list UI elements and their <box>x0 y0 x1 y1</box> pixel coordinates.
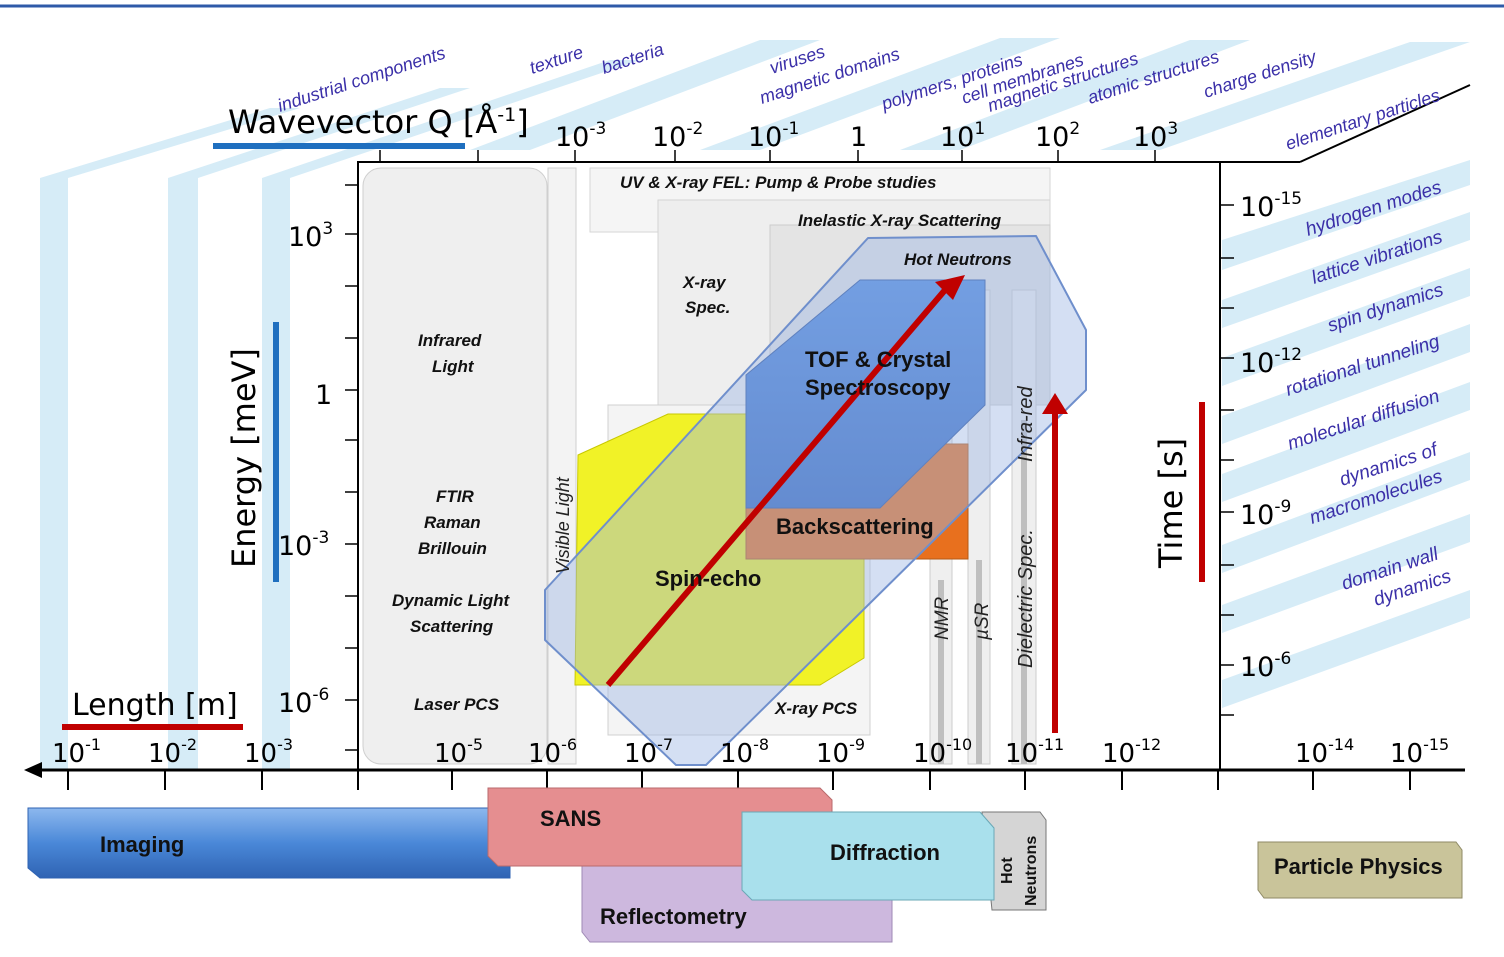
backscattering-label: Backscattering <box>776 514 934 539</box>
bottom-technique-labels: Imaging SANS Diffraction Reflectometry P… <box>100 806 1443 929</box>
time-tick-labels: 10-15 10-12 10-9 10-6 <box>1240 189 1302 683</box>
application-label: lattice vibrations <box>1309 227 1446 289</box>
length-axis-arrowhead <box>24 762 42 778</box>
time-tick-label: 10-15 <box>1240 189 1302 223</box>
uv-fel-label: UV & X-ray FEL: Pump & Probe studies <box>620 173 936 192</box>
energy-tick-label: 10-6 <box>278 685 329 719</box>
time-tick-label: 10-9 <box>1240 497 1291 531</box>
q-tick-label: 1 <box>850 122 867 153</box>
length-tick-label: 10-10 <box>913 735 972 769</box>
musr-label: µSR <box>972 602 993 641</box>
hot-neutrons-label: Hot Neutrons <box>904 250 1012 269</box>
wavevector-axis-title: Wavevector Q [Å-1] <box>228 103 529 141</box>
xray-spec-label: Spec. <box>685 298 730 317</box>
length-tick-label: 10-1 <box>52 735 101 769</box>
energy-tick-labels: 103 1 10-3 10-6 <box>278 219 333 719</box>
length-tick-label: 10-12 <box>1102 735 1161 769</box>
diffraction-bar <box>741 811 995 901</box>
dls-label: Dynamic Light <box>392 591 510 610</box>
length-tick-label: 10-15 <box>1390 735 1449 769</box>
application-label: bacteria <box>599 39 666 78</box>
q-tick-label: 10-3 <box>555 119 606 153</box>
q-tick-label: 10-2 <box>652 119 703 153</box>
time-tick-label: 10-6 <box>1240 649 1291 683</box>
energy-axis-ticks <box>345 184 358 751</box>
nmr-label: NMR <box>932 596 953 640</box>
brillouin-label: Brillouin <box>418 539 487 558</box>
visible-light-label: Visible Light <box>553 476 573 574</box>
length-tick-label: 10-5 <box>434 735 483 769</box>
top-diagonal-stripes <box>470 38 1470 150</box>
neutrons-label: Neutrons <box>1023 836 1040 906</box>
length-tick-label: 10-8 <box>720 735 769 769</box>
probe-labels: UV & X-ray FEL: Pump & Probe studies Ine… <box>392 173 1012 718</box>
particle-physics-label: Particle Physics <box>1274 854 1443 879</box>
length-axis-ticks <box>67 770 1411 790</box>
dls-label: Scattering <box>410 617 494 636</box>
hot-label: Hot <box>999 857 1016 884</box>
length-tick-label: 10-2 <box>148 735 197 769</box>
bottom-technique-bars <box>27 787 1463 943</box>
laser-pcs-label: Laser PCS <box>414 695 500 714</box>
xray-spec-label: X-ray <box>682 273 727 292</box>
vertical-arrowhead <box>1042 393 1068 414</box>
right-diagonal-stripes <box>1222 160 1470 708</box>
imaging-label: Imaging <box>100 832 184 857</box>
length-axis-title: Length [m] <box>72 688 238 723</box>
visible-light-region <box>547 167 577 765</box>
infra-red-label: Infra-red <box>1015 386 1037 462</box>
time-axis-ticks <box>1220 204 1234 716</box>
diagonal-arrow-shaft <box>605 288 948 687</box>
diffraction-label: Diffraction <box>830 840 940 865</box>
probe-lines <box>938 420 1027 764</box>
energy-axis-title: Energy [meV] <box>225 348 263 568</box>
length-tick-label: 10-11 <box>1005 735 1064 769</box>
length-tick-label: 10-3 <box>244 735 293 769</box>
spin-echo-label: Spin-echo <box>655 566 761 591</box>
particle-physics-bar <box>1257 841 1463 899</box>
energy-tick-label: 103 <box>288 219 333 253</box>
wavevector-axis-ticks <box>379 150 1156 162</box>
tof-label: Spectroscopy <box>805 375 951 400</box>
technique-labels: TOF & Crystal Spectroscopy Backscatterin… <box>655 347 951 591</box>
vertical-probe-labels: Visible Light NMR µSR Dielectric Spec. I… <box>553 386 1037 668</box>
right-application-labels: hydrogen modes lattice vibrations spin d… <box>1283 177 1454 611</box>
diagonal-arrowhead <box>935 275 965 300</box>
ftir-label: FTIR <box>436 487 474 506</box>
length-tick-label: 10-7 <box>624 735 673 769</box>
tof-label: TOF & Crystal <box>805 347 951 372</box>
length-tick-labels: 10-1 10-2 10-3 10-5 10-6 10-7 10-8 10-9 … <box>52 735 1449 769</box>
energy-tick-label: 1 <box>315 380 332 411</box>
q-tick-label: 102 <box>1035 119 1080 153</box>
time-axis-title: Time [s] <box>1152 438 1190 569</box>
sans-label: SANS <box>540 806 601 831</box>
length-tick-label: 10-14 <box>1295 735 1354 769</box>
xray-pcs-label: X-ray PCS <box>774 699 858 718</box>
neutron-window-region <box>544 235 1087 766</box>
corner-diagonal-line <box>1299 84 1471 163</box>
red-arrows <box>605 275 1068 733</box>
wavevector-tick-labels: 10-3 10-2 10-1 1 101 102 103 <box>555 119 1178 153</box>
q-tick-label: 103 <box>1133 119 1178 153</box>
raman-label: Raman <box>424 513 481 532</box>
reflectometry-label: Reflectometry <box>600 904 747 929</box>
infrared-light-region <box>362 167 548 765</box>
length-tick-label: 10-9 <box>816 735 865 769</box>
energy-tick-label: 10-3 <box>278 528 329 562</box>
length-tick-label: 10-6 <box>528 735 577 769</box>
time-tick-label: 10-12 <box>1240 345 1302 379</box>
infrared-label: Infrared <box>418 331 482 350</box>
infrared-label: Light <box>432 357 475 376</box>
q-tick-label: 101 <box>940 119 985 153</box>
q-tick-label: 10-1 <box>748 119 799 153</box>
ixs-label: Inelastic X-ray Scattering <box>798 211 1002 230</box>
dielectric-label: Dielectric Spec. <box>1015 529 1037 668</box>
